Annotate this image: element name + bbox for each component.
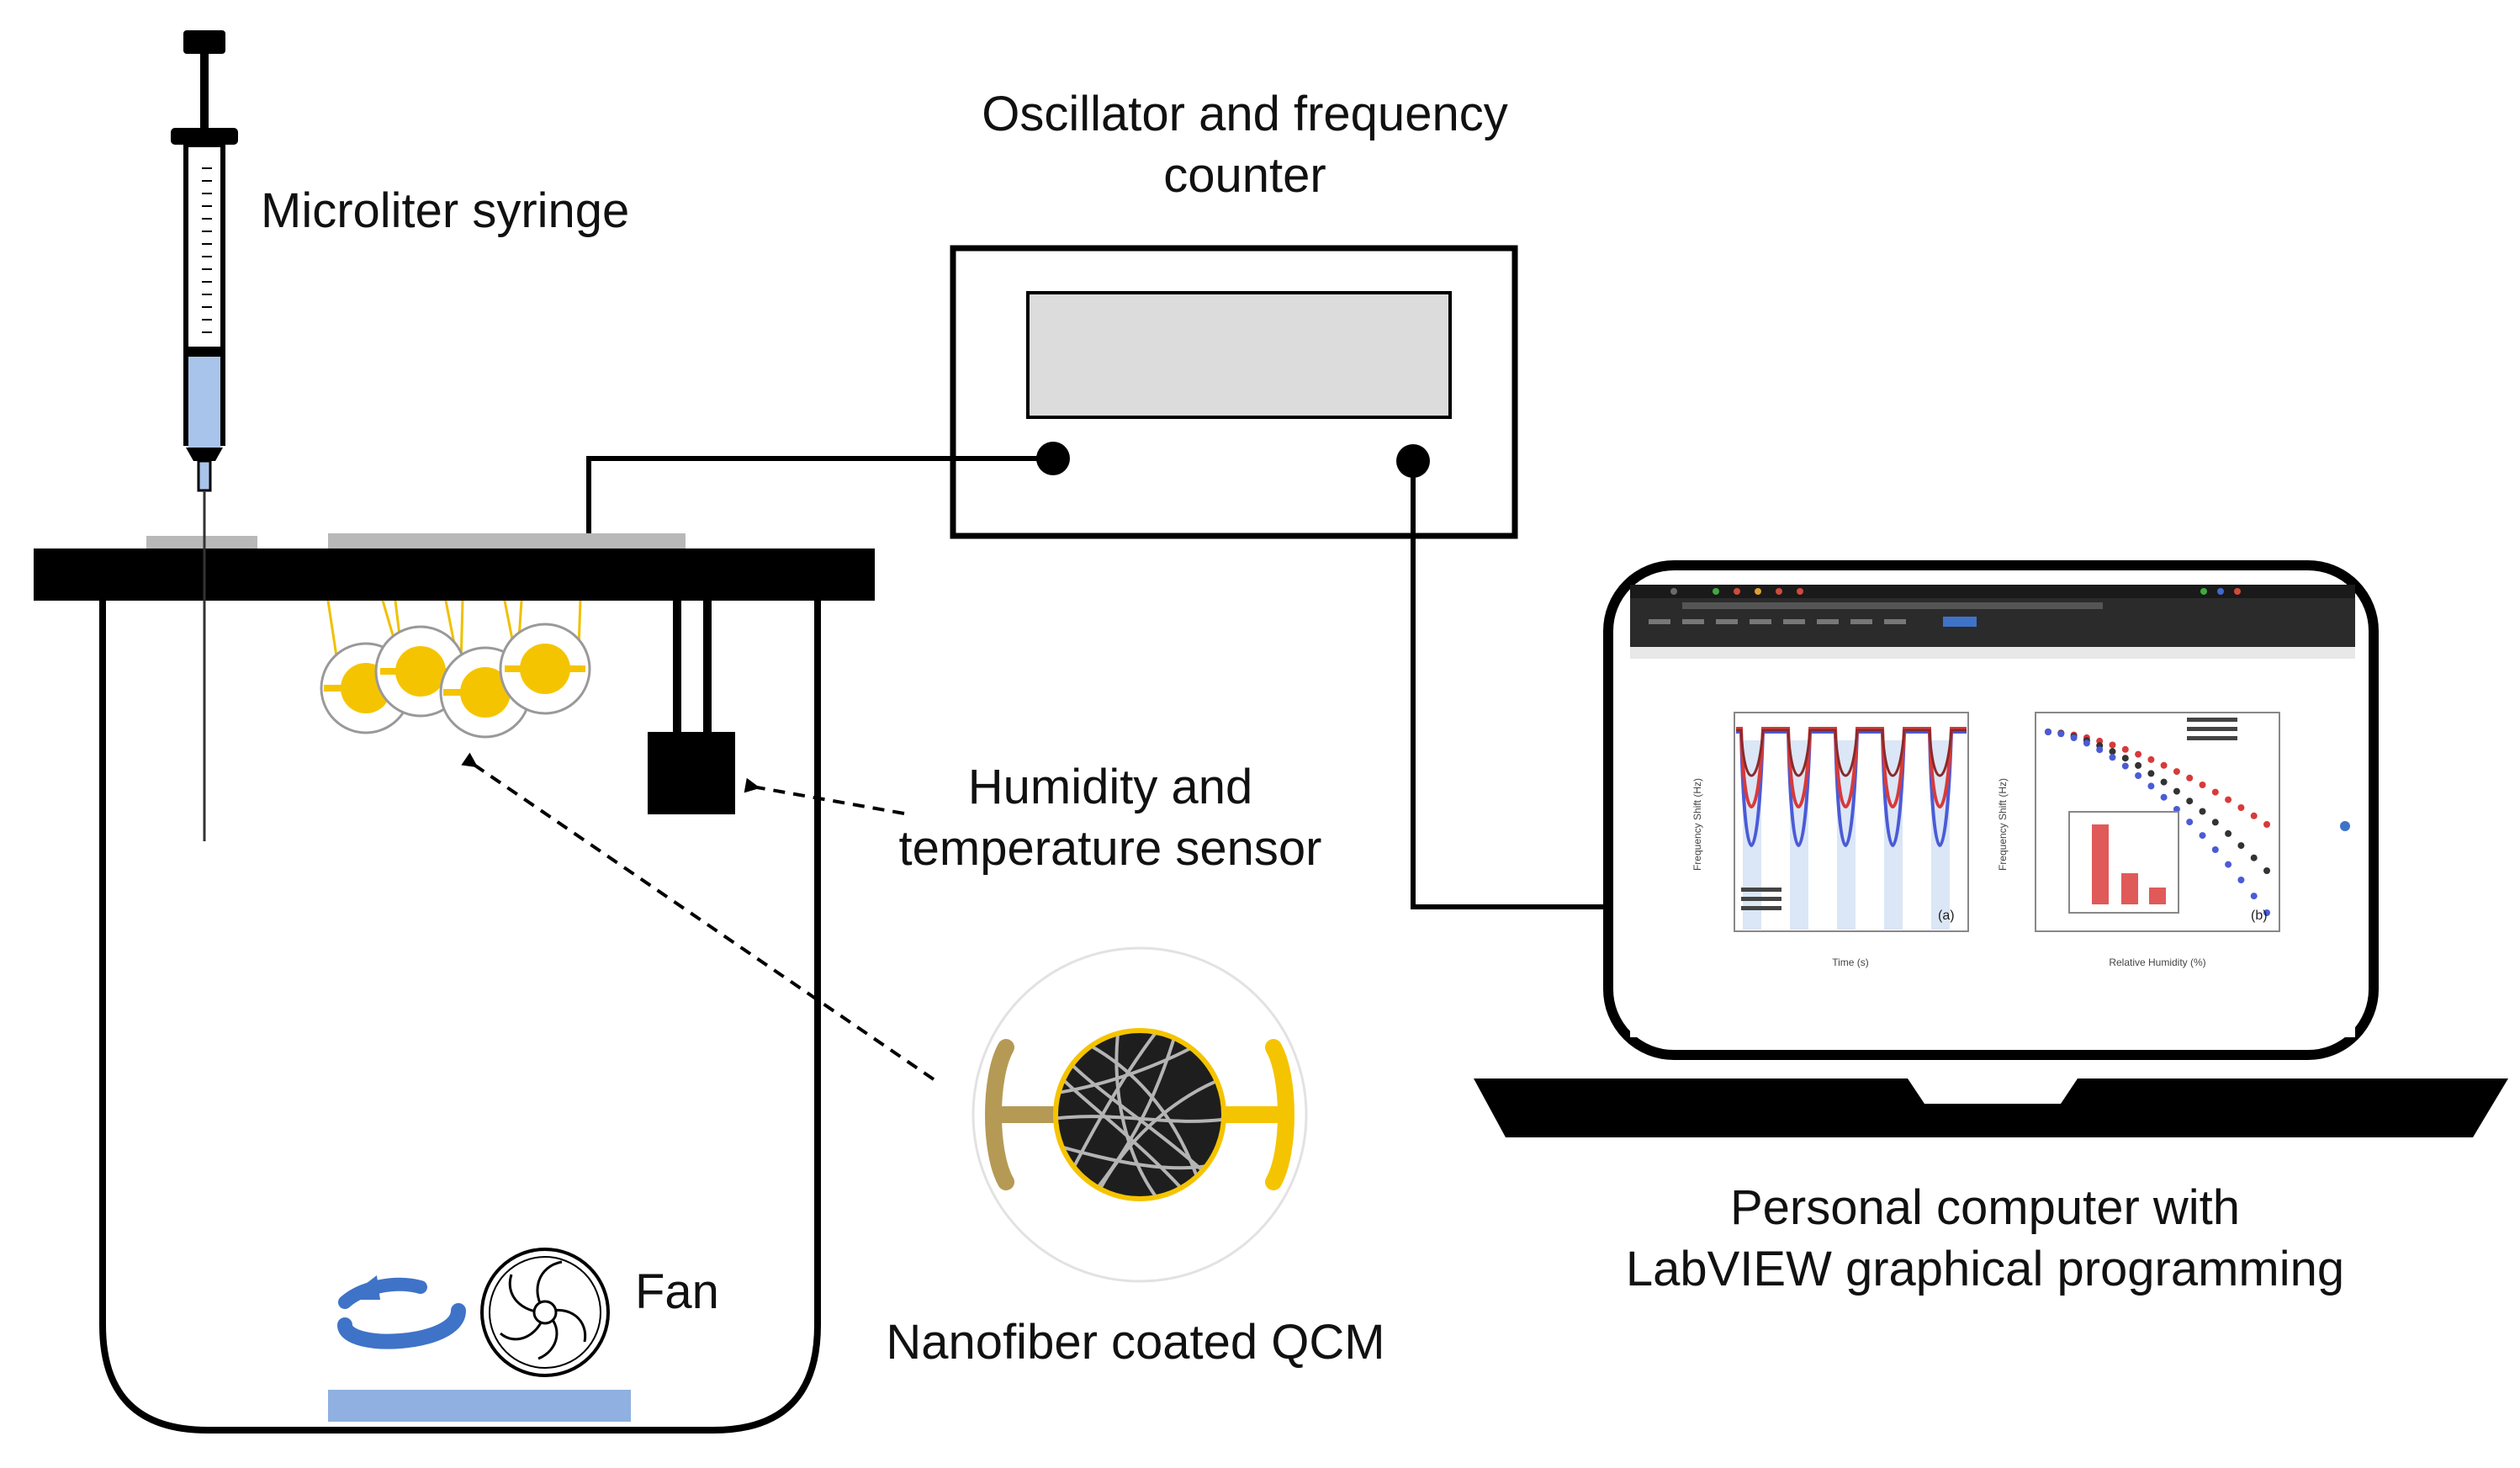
syringe-icon: [171, 30, 238, 841]
dotsBlue-point: [2096, 746, 2104, 754]
qcm-crystal-4: [499, 623, 591, 715]
dotsBlue-point: [2199, 832, 2206, 840]
fan-icon: [480, 1248, 610, 1377]
dotsBlack-point: [2211, 819, 2219, 826]
dotsBlack-point: [2263, 867, 2270, 874]
screen-xlabel-b: Relative Humidity (%): [2109, 957, 2205, 968]
rotation-arrow-icon: [337, 1275, 466, 1349]
chamber-wall: [99, 599, 821, 1434]
dotsRed-point: [2121, 745, 2129, 753]
dotsRed-point: [2173, 768, 2180, 776]
dotsRed-point: [2211, 788, 2219, 796]
dotsBlack-point: [2109, 748, 2116, 755]
chamber-lid: [34, 549, 875, 601]
oscillator-label-line2: counter: [1163, 147, 1326, 203]
dotsRed-point: [2225, 796, 2232, 803]
dotsBlack-point: [2135, 761, 2142, 769]
dotsBlue-point: [2083, 739, 2090, 747]
dotsBlue-point: [2211, 846, 2219, 853]
dotsBlack-point: [2160, 778, 2168, 786]
dotsRed-point: [2109, 741, 2116, 749]
dotsBlack-point: [2121, 755, 2129, 762]
dotsRed-point: [2199, 782, 2206, 788]
dotsBlue-point: [2186, 819, 2194, 826]
dotsBlue-point: [2250, 893, 2258, 900]
dotsBlue-point: [2109, 754, 2116, 761]
dotsBlue-point: [2263, 909, 2270, 916]
dotsBlack-point: [2237, 842, 2245, 850]
sensor-callout-arrow: [744, 777, 905, 815]
dotsBlue-point: [2057, 730, 2065, 738]
dotsRed-point: [2147, 755, 2155, 763]
dotsRed-point: [2250, 812, 2258, 819]
dotsBlue-point: [2225, 861, 2232, 868]
qcm-crystals-array: [320, 600, 591, 739]
screen-ylabel-a: Frequency Shift (Hz): [1691, 778, 1703, 871]
dotsBlack-point: [2147, 770, 2155, 777]
screen-panel-a-label: (a): [1938, 909, 1955, 923]
fan-label: Fan: [635, 1264, 719, 1319]
sensor-label-line2: temperature sensor: [898, 820, 1322, 876]
counter-display: [1026, 291, 1452, 419]
dotsBlack-point: [2225, 829, 2232, 837]
dotsBlack-point: [2199, 808, 2206, 815]
frequency-counter-device: [950, 245, 1518, 539]
syringe-label: Microliter syringe: [261, 183, 630, 238]
toolbar-dots: [1670, 588, 2241, 595]
dotsBlue-point: [2045, 729, 2051, 735]
dotsBlue-point: [2147, 782, 2155, 790]
dotsBlue-point: [2160, 793, 2168, 801]
pc-label-line2: LabVIEW graphical programming: [1625, 1241, 2345, 1296]
oscillator-label-line1: Oscillator and frequency: [982, 87, 1508, 141]
sensor-label: Humidity and temperature sensor: [866, 757, 1354, 879]
qcm-crystal-icon: [971, 946, 1308, 1283]
screen-xlabel-a: Time (s): [1832, 957, 1869, 968]
screen-panel-b-label: (b): [2251, 909, 2268, 923]
cables: [586, 456, 1612, 909]
dotsBlue-point: [2237, 877, 2245, 883]
qcm-label: Nanofiber coated QCM: [886, 1315, 1385, 1370]
dotsBlack-point: [2250, 854, 2258, 861]
pc-label: Personal computer with LabVIEW graphical…: [1581, 1178, 2389, 1300]
dotsRed-point: [2160, 761, 2168, 769]
sensor-block-icon: [648, 601, 735, 814]
pc-label-line1: Personal computer with: [1729, 1180, 2241, 1235]
chamber: [34, 533, 875, 1434]
dotsBlack-point: [2173, 787, 2180, 795]
dotsBlue-point: [2121, 762, 2129, 770]
qcm-mount-plate: [328, 533, 686, 549]
dotsRed-point: [2135, 750, 2142, 758]
dotsRed-point: [2237, 804, 2245, 811]
laptop-screen: (a) Time (s) Frequency Shift (Hz) (b) Re…: [1630, 585, 2355, 1037]
dotsBlue-point: [2070, 734, 2078, 741]
dotsRed-point: [2263, 821, 2270, 828]
fan-base-pad: [328, 1390, 631, 1422]
screen-plot-b: (b) Relative Humidity (%) Frequency Shif…: [1997, 712, 2280, 968]
dotsRed-point: [2186, 774, 2194, 782]
screen-ylabel-b: Frequency Shift (Hz): [1997, 778, 2009, 871]
dotsBlack-point: [2186, 798, 2194, 805]
screen-plot-a: (a) Time (s) Frequency Shift (Hz): [1691, 712, 1969, 968]
dotsBlue-point: [2135, 772, 2142, 779]
sensor-label-line1: Humidity and: [967, 760, 1253, 814]
oscillator-label: Oscillator and frequency counter: [883, 84, 1607, 206]
syringe-port-plate: [146, 536, 257, 549]
